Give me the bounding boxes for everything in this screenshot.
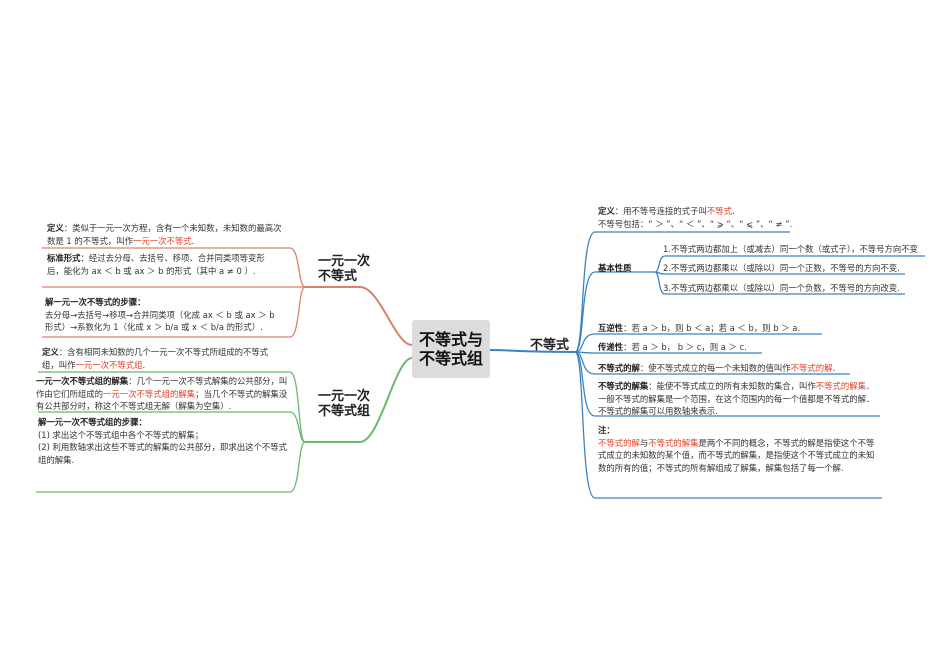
term-linear-inequality: 一元一次不等式 xyxy=(133,235,192,246)
link-center-left-bottom xyxy=(305,357,413,443)
branch-inequality-title[interactable]: 不等式 xyxy=(530,338,569,353)
node-system-steps[interactable]: 解一元一次不等式组的步骤： (1) 求出这个不等式组中各个不等式的解集； (2)… xyxy=(38,417,288,465)
link-lb-steps xyxy=(36,441,306,493)
link-right-reverse xyxy=(574,333,822,353)
link-lt-steps xyxy=(42,286,306,338)
text-system-definition: ：含有相同未知数的几个一元一次不等式所组成的不等式组，叫作 xyxy=(42,347,269,370)
node-solution-set[interactable]: 不等式的解集：能使不等式成立的所有未知数的集合，叫作不等式的解集．一般不等式的解… xyxy=(598,380,878,418)
link-prop-3 xyxy=(654,271,905,295)
label-definition: 定义 xyxy=(598,206,615,216)
branch-linear-inequality-label: 一元一次不等式 xyxy=(318,254,371,284)
node-basic-properties[interactable]: 基本性质 xyxy=(598,262,632,275)
term-inequality: 不等式 xyxy=(706,206,732,216)
text-system-solution-set-b: ；当几个不等式的解集没有公共部分时，称这个不等式组无解（解集为空集）. xyxy=(36,388,288,412)
text-standard-form: ：经过去分母、去括号、移项、合并同类项等变形后，能化为 ax ＜ b 或 ax … xyxy=(47,253,265,276)
text-note-mid: 与 xyxy=(639,437,649,448)
label-solution-set: 不等式的解集 xyxy=(598,381,649,391)
node-standard-form[interactable]: 标准形式：经过去分母、去括号、移项、合并同类项等变形后，能化为 ax ＜ b 或… xyxy=(47,252,275,277)
node-system-solution-set[interactable]: 一元一次不等式组的解集：几个一元一次不等式解集的公共部分，叫作由它们所组成的一元… xyxy=(36,375,288,413)
text-definition-b: . xyxy=(732,206,735,216)
label-note: 注 xyxy=(598,425,607,435)
branch-inequality-system-label: 一元一次不等式组 xyxy=(318,389,371,419)
node-transitive[interactable]: 传递性：若 a ＞ b， b ＞ c，则 a ＞ c. xyxy=(598,341,768,354)
text-system-definition-end: . xyxy=(142,359,146,370)
label-reverse: 互逆性 xyxy=(598,323,624,333)
text-system-step-1: (1) 求出这个不等式组中各个不等式的解集； xyxy=(38,429,204,440)
property-text-2: 2.不等式两边都乘以（或除以）同一个正数，不等号的方向不变. xyxy=(663,263,900,273)
text-linear-definition: ：类似于一元一次方程，含有一个未知数，未知数的最高次数是 1 的不等式，叫作 xyxy=(47,223,282,246)
branch-inequality-label: 不等式 xyxy=(530,338,570,353)
text-definition-a: ：用不等号连接的式子叫 xyxy=(614,206,707,216)
term-solution: 不等式的解 xyxy=(790,363,833,373)
link-right-definition xyxy=(574,231,790,353)
node-inequality-definition[interactable]: 定义：用不等号连接的式子叫不等式. 不等号包括：“ ＞ ”、“ ＜ ”、“ ⩾ … xyxy=(598,205,798,230)
link-right-note xyxy=(574,351,882,499)
central-topic[interactable]: 不等式与不等式组 xyxy=(412,320,490,378)
link-right-solution-set xyxy=(574,351,880,417)
term-note-solution: 不等式的解 xyxy=(598,437,640,448)
link-lb-solution-set xyxy=(38,411,306,443)
term-system-solution-set: 一元一次不等式组的解集 xyxy=(103,388,196,399)
property-text-1: 1.不等式两边都加上（或减去）同一个数（或式子），不等号方向不变 xyxy=(663,244,919,254)
label-linear-definition: 定义 xyxy=(47,223,64,233)
branch-inequality-system-title[interactable]: 一元一次不等式组 xyxy=(318,389,378,419)
node-solution[interactable]: 不等式的解：使不等式成立的每一个未知数的值叫作不等式的解. xyxy=(598,362,858,375)
property-item-1[interactable]: 1.不等式两边都加上（或减去）同一个数（或式子），不等号方向不变 xyxy=(663,243,928,256)
text-note: 是两个不同的概念，不等式的解是指使这个不等式成立的未知数的某个值，而不等式的解集… xyxy=(598,437,875,473)
node-reverse[interactable]: 互逆性：若 a ＞ b，则 b ＜ a；若 a ＜ b，则 b ＞ a. xyxy=(598,322,828,335)
node-linear-steps[interactable]: 解一元一次不等式的步骤： 去分母→去括号→移项→合并同类项（化成 ax ＜ b … xyxy=(45,297,275,333)
property-item-2[interactable]: 2.不等式两边都乘以（或除以）同一个正数，不等号的方向不变. xyxy=(663,262,913,275)
label-solution: 不等式的解 xyxy=(598,363,640,373)
branch-linear-inequality-title[interactable]: 一元一次不等式 xyxy=(318,254,378,284)
link-center-right xyxy=(489,349,576,353)
text-solution-set-b: ．一般不等式的解集是一个范围，在这个范围内的每一个值都是不等式的解．不等式的解集… xyxy=(598,381,875,416)
label-system-definition: 定义 xyxy=(42,347,59,357)
label-system-solution-set: 一元一次不等式组的解集 xyxy=(36,376,129,386)
term-inequality-system: 一元一次不等式组 xyxy=(75,359,143,370)
link-center-left-top xyxy=(305,286,413,346)
node-linear-definition[interactable]: 定义：类似于一元一次方程，含有一个未知数，未知数的最高次数是 1 的不等式，叫作… xyxy=(47,222,282,247)
text-system-step-2: (2) 利用数轴求出这些不等式的解集的公共部分，即求出这个不等式组的解集. xyxy=(38,442,288,465)
label-system-steps: 解一元一次不等式组的步骤 xyxy=(38,417,139,427)
text-solution: ：使不等式成立的每一个未知数的值叫作 xyxy=(639,363,791,373)
text-linear-steps: 去分母→去括号→移项→合并同类项（化成 ax ＜ b 或 ax ＞ b 形式）→… xyxy=(45,309,275,333)
label-linear-steps: 解一元一次不等式的步骤 xyxy=(45,297,138,307)
central-topic-label: 不等式与不等式组 xyxy=(418,330,483,368)
label-basic-properties: 基本性质 xyxy=(598,263,632,273)
label-transitive: 传递性 xyxy=(598,342,624,352)
term-solution-set: 不等式的解集 xyxy=(815,381,866,391)
node-system-definition[interactable]: 定义：含有相同未知数的几个一元一次不等式所组成的不等式组，叫作一元一次不等式组. xyxy=(42,346,282,371)
term-note-solution-set: 不等式的解集 xyxy=(648,437,699,448)
property-item-3[interactable]: 3.不等式两边都乘以（或除以）同一个负数，不等号的方向改变. xyxy=(663,282,913,295)
text-solution-end: . xyxy=(832,363,836,373)
node-note[interactable]: 注： 不等式的解与不等式的解集是两个不同的概念，不等式的解是指使这个不等式成立的… xyxy=(598,425,875,473)
text-linear-definition-end: . xyxy=(191,235,195,246)
text-reverse: ：若 a ＞ b，则 b ＜ a；若 a ＜ b，则 b ＞ a. xyxy=(623,323,801,333)
property-text-3: 3.不等式两边都乘以（或除以）同一个负数，不等号的方向改变. xyxy=(663,283,900,293)
text-system-solution-set-a: ：几个一元一次不等式解集的公共部分，叫作由它们所组成的 xyxy=(36,376,288,399)
link-lt-definition xyxy=(42,247,306,288)
link-right-properties xyxy=(574,271,655,353)
text-transitive: ：若 a ＞ b， b ＞ c，则 a ＞ c. xyxy=(623,342,747,352)
label-standard-form: 标准形式 xyxy=(47,253,81,263)
link-lb-definition xyxy=(38,371,306,443)
text-solution-set-a: ：能使不等式成立的所有未知数的集合，叫作 xyxy=(648,381,816,391)
text-signs: 不等号包括：“ ＞ ”、“ ＜ ”、“ ⩾ ”、“ ⩽ ”、“ ≠ ”. xyxy=(598,218,793,229)
